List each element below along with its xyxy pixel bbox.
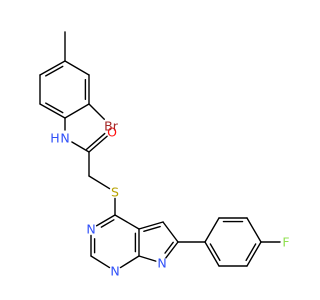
double-bond-line [164,241,174,254]
double-bond-line [204,241,220,267]
double-bond-line [39,103,66,119]
atom-label-br: Br [104,119,119,134]
double-bond-line [45,65,64,77]
atom-label-n-pyrazole: N [157,256,166,271]
bond-lines [39,31,281,269]
single-bond-line [88,103,105,120]
atom-label-n-amide: N [60,131,69,146]
double-bond-line [39,60,66,76]
double-bond-line [165,241,179,259]
atom-label-n-bridge: N [110,264,119,279]
single-bond-line [204,217,220,243]
atom-label-hydrogen: H [50,131,59,146]
double-bond-line [209,243,221,262]
single-bond-line [90,255,111,269]
atom-label-f: F [282,235,289,250]
double-bond-line [246,241,262,267]
double-bond-line [45,102,64,114]
double-bond-line [88,135,108,153]
double-bond-line [143,225,161,233]
double-bond-line [95,214,116,227]
single-bond-line [114,214,140,230]
single-bond-line [246,217,262,243]
single-bond-line [64,103,90,119]
single-bond-line [162,221,179,243]
double-bond-line [245,243,257,262]
single-bond-line [71,141,90,153]
double-bond-line [100,219,115,228]
single-bond-line [119,255,140,269]
atom-label-n-pyrazine: N [86,222,95,237]
single-bond-line [88,175,111,190]
single-bond-line [138,255,157,262]
single-bond-line [64,60,90,76]
atom-label-s: S [111,185,119,200]
double-bond-line [138,221,164,230]
atom-label-o: O [107,125,117,140]
double-bond-line [85,132,106,150]
